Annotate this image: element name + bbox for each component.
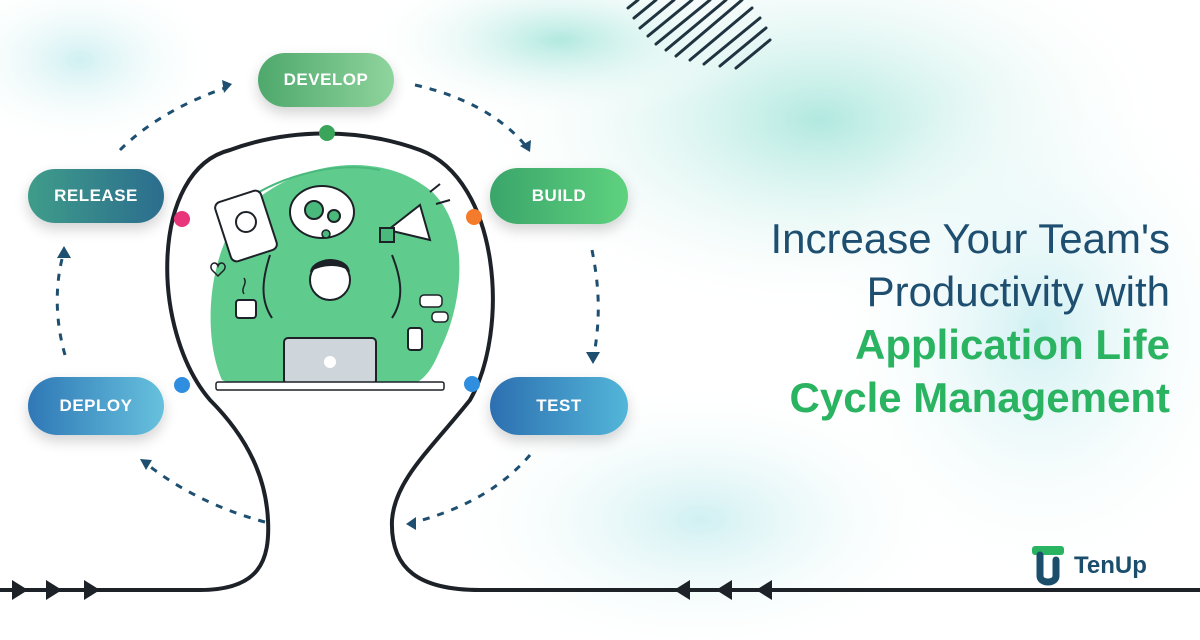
stage-test: TEST	[490, 377, 628, 435]
reverse-marker-icon	[674, 580, 690, 600]
headline-line-2: Productivity with	[866, 268, 1170, 315]
stage-build: BUILD	[490, 168, 628, 224]
stage-deploy: DEPLOY	[28, 377, 164, 435]
stage-develop: DEVELOP	[258, 53, 394, 107]
arrow-build-to-test	[590, 249, 600, 356]
reverse-marker-icon	[716, 580, 732, 600]
arrow-test-to-flow	[414, 454, 532, 524]
release-dot	[174, 211, 190, 227]
headline-line-1: Increase Your Team's	[770, 215, 1171, 262]
stage-release-label: RELEASE	[54, 186, 138, 205]
arrow-develop-to-build	[414, 83, 527, 146]
arrowhead-icon	[520, 140, 531, 152]
reverse-marker-icon	[756, 580, 772, 600]
arrow-deploy-to-release	[55, 254, 67, 356]
stage-deploy-label: DEPLOY	[59, 396, 133, 415]
deploy-dot	[174, 377, 190, 393]
arrowhead-icon	[406, 517, 416, 530]
test-dot	[464, 376, 480, 392]
stage-develop-label: DEVELOP	[283, 70, 369, 89]
arrow-flow-to-deploy	[147, 463, 266, 524]
brand-logo: TenUp	[1030, 544, 1147, 588]
stage-test-label: TEST	[536, 396, 582, 415]
stage-build-label: BUILD	[531, 186, 587, 205]
arrowhead-icon	[222, 80, 232, 93]
build-dot	[466, 209, 482, 225]
tenup-logo-icon	[1032, 546, 1064, 586]
headline-line-3: Application Life	[855, 321, 1170, 368]
stage-release: RELEASE	[28, 169, 164, 223]
arrowhead-icon	[57, 246, 71, 258]
headline-line-4: Cycle Management	[789, 374, 1170, 421]
play-marker-icon	[12, 580, 28, 600]
multitasking-developer-icon	[210, 164, 460, 391]
headline: Increase Your Team's Productivity with A…	[771, 212, 1171, 424]
play-marker-icon	[46, 580, 62, 600]
brand-name: TenUp	[1074, 552, 1147, 579]
arrow-release-to-develop	[118, 86, 226, 152]
play-marker-icon	[84, 580, 100, 600]
arrowhead-icon	[586, 352, 600, 364]
arrowhead-icon	[140, 459, 152, 470]
develop-dot	[319, 125, 335, 141]
